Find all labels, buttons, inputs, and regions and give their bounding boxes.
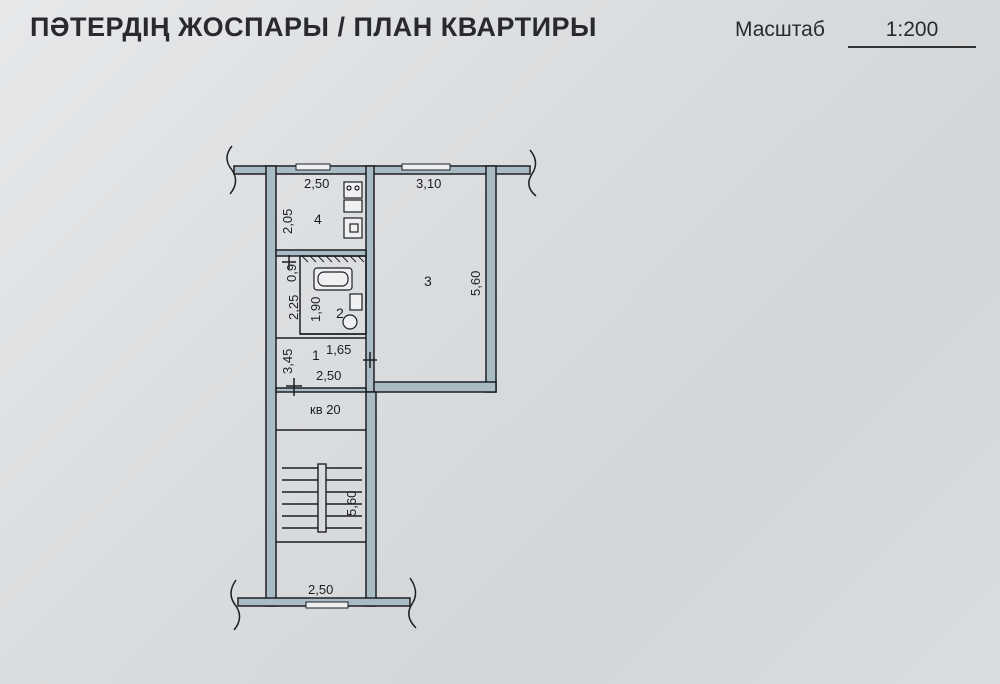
plan-title: ПӘТЕРДІҢ ЖОСПАРЫ / ПЛАН КВАРТИРЫ: [30, 12, 597, 42]
apartment-label: кв 20: [310, 402, 341, 417]
dim-room-depth: 5,60: [468, 271, 483, 296]
staircase: [276, 429, 366, 543]
room-number-bathroom: 2: [336, 305, 344, 321]
dim-bath-width: 1,90: [308, 297, 323, 322]
living-room-right-wall: [485, 165, 497, 393]
dim-stair-depth: 5,60: [344, 491, 359, 516]
kitchen-window: [295, 163, 331, 171]
top-exterior-wall: [233, 165, 531, 175]
door-markers: [282, 255, 377, 396]
stove-icon: [343, 181, 363, 199]
room-number-hall: 1: [312, 347, 320, 363]
apartment-entrance-wall: [275, 387, 367, 393]
bath-hatch: [301, 255, 365, 263]
dim-kitchen-width: 2,50: [304, 176, 329, 191]
scale-value: 1:200: [848, 18, 976, 48]
living-room-bottom-wall: [371, 381, 497, 393]
bathtub-inner-icon: [317, 271, 349, 287]
kitchen-sink-icon: [343, 217, 363, 239]
bathtub-icon: [313, 267, 353, 291]
room-number-living-room: 3: [424, 273, 432, 289]
kitchen-cabinet-icon: [343, 199, 363, 213]
dim-hall-depth: 3,45: [280, 349, 295, 374]
dim-stair-width: 2,50: [308, 582, 333, 597]
left-wall: [265, 165, 277, 607]
dim-bath-gap: 0,9: [284, 264, 299, 282]
dim-room-width: 3,10: [416, 176, 441, 191]
dim-kitchen-depth: 2,05: [280, 209, 295, 234]
room-window: [401, 163, 451, 171]
scale-label: Масштаб: [735, 18, 825, 41]
dim-hall-width-top: 1,65: [326, 342, 351, 357]
toilet-icon: [342, 314, 358, 330]
break-marks: [226, 145, 537, 631]
dim-bath-length: 2,25: [286, 295, 301, 320]
sink-icon: [349, 293, 363, 311]
stair-right-wall: [365, 391, 377, 607]
stair-window: [305, 601, 349, 609]
room-number-kitchen: 4: [314, 211, 322, 227]
dim-hall-width: 2,50: [316, 368, 341, 383]
